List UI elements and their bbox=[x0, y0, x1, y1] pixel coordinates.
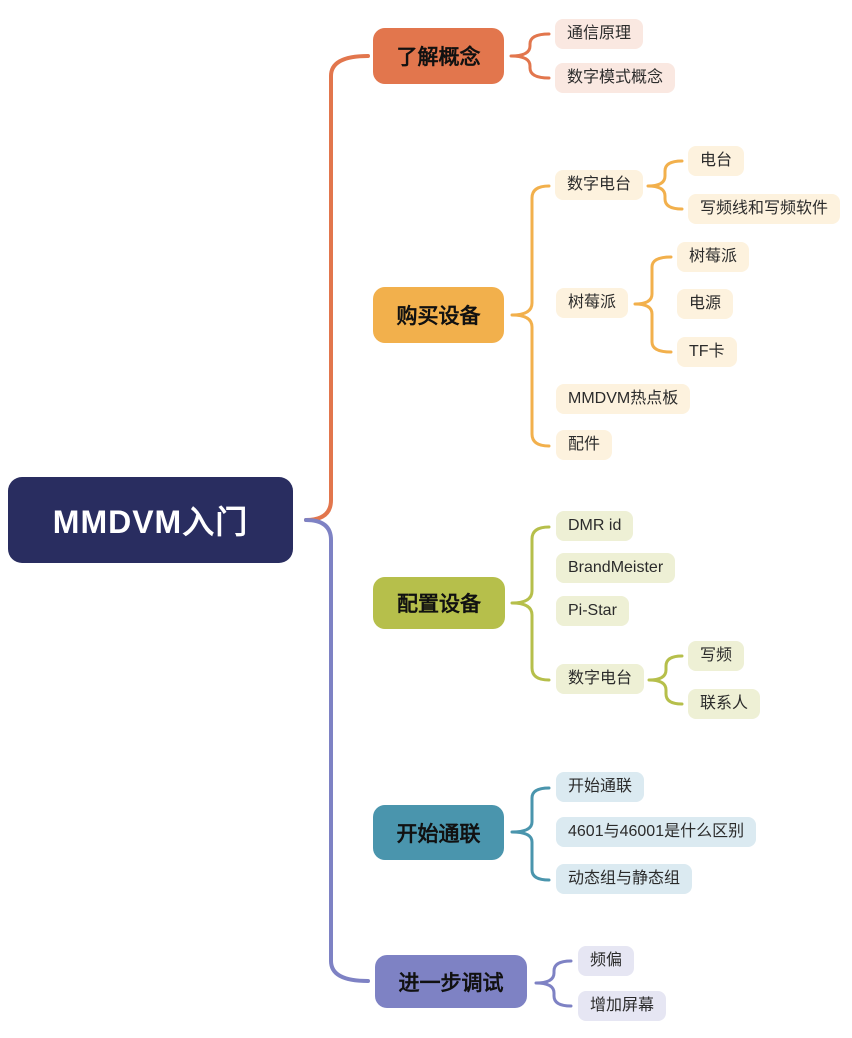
subtopic-node-digital-radio-config[interactable]: 数字电台 bbox=[556, 664, 645, 694]
subtopic-node-4601-vs-46001[interactable]: 4601与46001是什么区别 bbox=[556, 817, 757, 847]
subtopic-node-tf-card[interactable]: TF卡 bbox=[677, 337, 737, 367]
subtopic-node-raspberry-pi-board[interactable]: 树莓派 bbox=[677, 242, 750, 272]
branch-node-understand-concepts[interactable]: 了解概念 bbox=[373, 28, 504, 84]
brace-further-debugging bbox=[534, 959, 573, 1008]
subtopic-node-start-communicating[interactable]: 开始通联 bbox=[556, 772, 645, 802]
brace-buy-equipment bbox=[510, 184, 551, 448]
subtopic-node-communication-principle[interactable]: 通信原理 bbox=[555, 19, 644, 49]
subtopic-node-dynamic-vs-static-group[interactable]: 动态组与静态组 bbox=[556, 864, 693, 894]
subtopic-node-accessories[interactable]: 配件 bbox=[556, 430, 613, 460]
subtopic-node-programming-cable-software[interactable]: 写频线和写频软件 bbox=[688, 194, 841, 224]
brace-configure-equipment bbox=[510, 525, 551, 682]
brace-digital-radio-1 bbox=[646, 159, 684, 211]
branch-node-buy-equipment[interactable]: 购买设备 bbox=[373, 287, 504, 343]
subtopic-node-dmr-id[interactable]: DMR id bbox=[556, 511, 634, 541]
brace-start-communication bbox=[510, 786, 551, 882]
brace-digital-radio-2 bbox=[647, 654, 684, 706]
subtopic-node-digital-radio[interactable]: 数字电台 bbox=[555, 170, 644, 200]
root-brace-top bbox=[304, 54, 370, 522]
subtopic-node-radio[interactable]: 电台 bbox=[688, 146, 745, 176]
branch-node-configure-equipment[interactable]: 配置设备 bbox=[373, 577, 505, 629]
subtopic-node-pi-star[interactable]: Pi-Star bbox=[556, 596, 629, 626]
subtopic-node-mmdvm-hotspot-board[interactable]: MMDVM热点板 bbox=[556, 384, 691, 414]
subtopic-node-write-frequency[interactable]: 写频 bbox=[688, 641, 745, 671]
root-node[interactable]: MMDVM入门 bbox=[8, 477, 293, 563]
brace-raspberry-pi bbox=[633, 255, 673, 354]
branch-node-further-debugging[interactable]: 进一步调试 bbox=[375, 955, 527, 1008]
subtopic-node-contacts[interactable]: 联系人 bbox=[688, 689, 761, 719]
brace-understand-concepts bbox=[509, 32, 551, 80]
root-brace-bottom bbox=[304, 518, 370, 983]
branch-node-start-communication[interactable]: 开始通联 bbox=[373, 805, 504, 860]
subtopic-node-frequency-offset[interactable]: 频偏 bbox=[578, 946, 635, 976]
subtopic-node-digital-mode-concept[interactable]: 数字模式概念 bbox=[555, 63, 676, 93]
subtopic-node-raspberry-pi[interactable]: 树莓派 bbox=[556, 288, 629, 318]
subtopic-node-power-supply[interactable]: 电源 bbox=[677, 289, 734, 319]
subtopic-node-add-screen[interactable]: 增加屏幕 bbox=[578, 991, 667, 1021]
subtopic-node-brandmeister[interactable]: BrandMeister bbox=[556, 553, 676, 583]
